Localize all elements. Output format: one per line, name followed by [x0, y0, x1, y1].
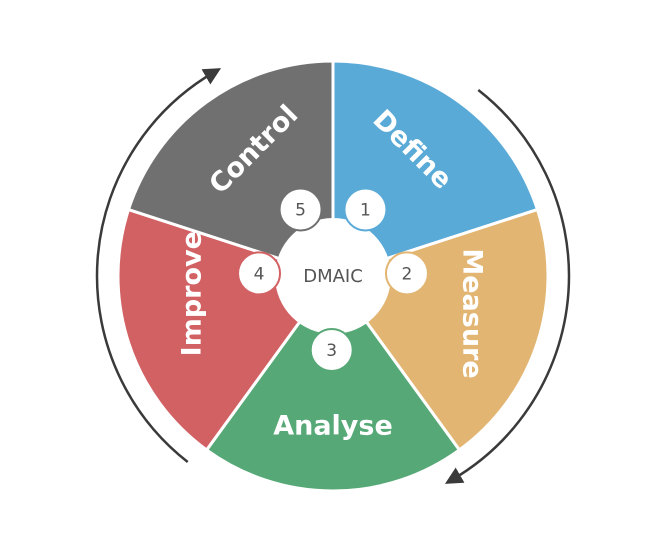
- segment-define: [331, 59, 540, 279]
- center-hub: [275, 218, 391, 334]
- step-number-1: 1: [360, 200, 371, 220]
- step-badge-4: [237, 251, 282, 296]
- step-badge-2: [384, 251, 429, 296]
- cycle-arrow-icon: [95, 68, 222, 463]
- segment-label-measure: Measure: [457, 248, 488, 378]
- step-number-2: 2: [402, 264, 413, 284]
- cycle-arrow-icon: [444, 89, 571, 484]
- segment-label-analyse: Analyse: [273, 411, 393, 442]
- segment-control: [126, 59, 335, 279]
- step-number-4: 4: [254, 264, 265, 284]
- segment-label-improve: Improve: [177, 231, 208, 356]
- center-label: DMAIC: [303, 266, 363, 287]
- step-badge-5: [278, 187, 323, 232]
- step-badge-1: [343, 187, 388, 232]
- step-number-3: 3: [326, 341, 337, 361]
- step-badge-3: [309, 327, 354, 372]
- step-number-5: 5: [295, 200, 306, 220]
- segment-analyse: [204, 273, 462, 493]
